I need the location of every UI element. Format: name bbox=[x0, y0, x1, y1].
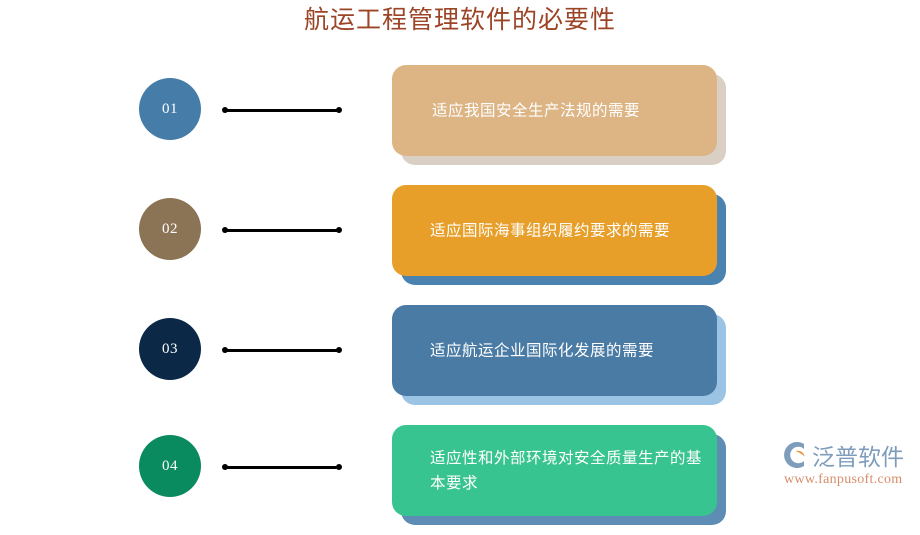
connector-dot-right bbox=[336, 107, 342, 113]
content-panel[interactable]: 适应航运企业国际化发展的需要 bbox=[392, 305, 717, 396]
content-panel-wrapper: 适应我国安全生产法规的需要 bbox=[392, 65, 726, 165]
content-panel-text: 适应性和外部环境对安全质量生产的基本要求 bbox=[430, 449, 703, 492]
connector-bar bbox=[225, 229, 339, 232]
connector-line bbox=[222, 464, 342, 470]
connector-bar bbox=[225, 109, 339, 112]
connector-bar bbox=[225, 349, 339, 352]
content-panel-wrapper: 适应国际海事组织履约要求的需要 bbox=[392, 185, 726, 285]
content-panel[interactable]: 适应性和外部环境对安全质量生产的基本要求 bbox=[392, 425, 717, 516]
step-number-badge[interactable]: 02 bbox=[139, 198, 201, 260]
content-panel[interactable]: 适应我国安全生产法规的需要 bbox=[392, 65, 717, 156]
content-panel-wrapper: 适应性和外部环境对安全质量生产的基本要求 bbox=[392, 425, 726, 525]
connector-dot-right bbox=[336, 464, 342, 470]
list-item: 02 适应国际海事组织履约要求的需要 bbox=[0, 175, 920, 295]
content-panel[interactable]: 适应国际海事组织履约要求的需要 bbox=[392, 185, 717, 276]
content-panel-text: 适应航运企业国际化发展的需要 bbox=[430, 342, 655, 359]
step-number-badge[interactable]: 04 bbox=[139, 435, 201, 497]
connector-line bbox=[222, 227, 342, 233]
watermark-url: www.fanpusoft.com bbox=[784, 472, 903, 487]
connector-dot-right bbox=[336, 227, 342, 233]
watermark-brand: 泛普软件 bbox=[812, 444, 904, 470]
connector-line bbox=[222, 107, 342, 113]
connector-dot-right bbox=[336, 347, 342, 353]
watermark-logo-row: 泛普软件 bbox=[782, 440, 904, 475]
watermark: 泛普软件 www.fanpusoft.com bbox=[782, 440, 920, 498]
step-number-badge[interactable]: 01 bbox=[139, 78, 201, 140]
content-panel-text: 适应我国安全生产法规的需要 bbox=[432, 102, 641, 119]
list-item: 03 适应航运企业国际化发展的需要 bbox=[0, 295, 920, 415]
list-item: 01 适应我国安全生产法规的需要 bbox=[0, 55, 920, 175]
content-panel-wrapper: 适应航运企业国际化发展的需要 bbox=[392, 305, 726, 405]
connector-bar bbox=[225, 466, 339, 469]
connector-line bbox=[222, 347, 342, 353]
step-number-badge[interactable]: 03 bbox=[139, 318, 201, 380]
page-title: 航运工程管理软件的必要性 bbox=[303, 7, 616, 34]
content-panel-text: 适应国际海事组织履约要求的需要 bbox=[430, 222, 671, 239]
fanpu-logo-icon bbox=[782, 440, 812, 475]
